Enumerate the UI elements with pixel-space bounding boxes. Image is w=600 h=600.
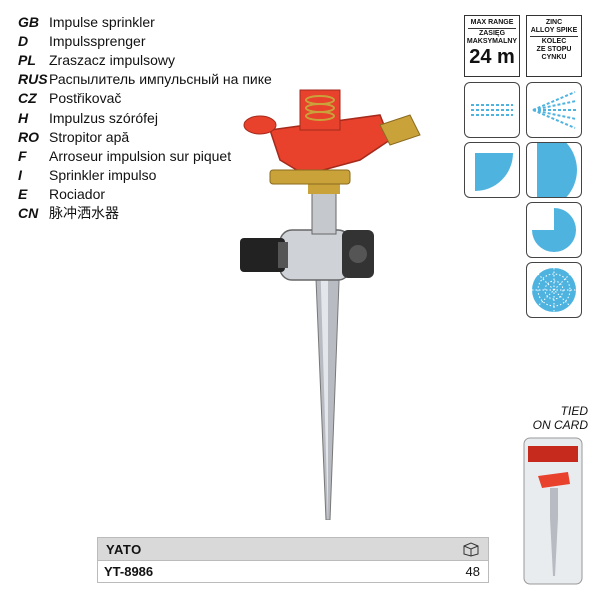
language-code: RO (18, 128, 39, 145)
packaged-card-image (523, 437, 583, 585)
language-row: PL Zraszacz impulsowy (18, 50, 272, 69)
spike-subtitle-2: ZE STOPU (536, 46, 572, 53)
language-row: GB Impulse sprinkler (18, 12, 272, 31)
language-row: CN 脉冲洒水器 (18, 204, 272, 223)
spike-subtitle-1: KOLEC (541, 38, 567, 45)
box-quantity: 48 (465, 564, 480, 579)
language-code: RUS (18, 71, 48, 88)
product-info-bar: YATO YT-8986 48 (97, 537, 489, 583)
spike-title-2: ALLOY SPIKE (530, 27, 578, 34)
product-code: YT-8986 (104, 564, 154, 579)
language-code: H (18, 109, 29, 126)
spike-subtitle-3: CYNKU (541, 54, 567, 61)
fan-pattern-icon (526, 82, 582, 138)
tied-label: TIED (560, 404, 588, 418)
language-name: Распылитель импульсный на пике (49, 71, 272, 88)
full-circle-icon (526, 262, 582, 318)
max-range-value: 24 m (469, 46, 515, 68)
language-name: 脉冲洒水器 (49, 205, 119, 222)
half-circle-icon (526, 142, 582, 198)
language-code: GB (18, 13, 39, 30)
code-row: YT-8986 48 (97, 561, 489, 583)
language-name: Sprinkler impulso (49, 167, 157, 184)
tied-on-card-label: TIED ON CARD (520, 404, 588, 432)
language-row: CZ Postřikovač (18, 89, 272, 108)
zinc-spike-box: ZINC ALLOY SPIKE KOLEC ZE STOPU CYNKU (526, 15, 582, 77)
brand-row: YATO (97, 537, 489, 561)
language-code: I (18, 167, 22, 184)
language-code: F (18, 147, 27, 164)
language-name: Stropitor apă (49, 128, 130, 145)
max-range-title: MAX RANGE (470, 19, 514, 26)
language-name: Rociador (49, 186, 106, 203)
language-code: D (18, 32, 29, 49)
spike-title-1: ZINC (545, 19, 563, 26)
language-name: Impulzus szórófej (49, 109, 158, 126)
language-code: CN (18, 205, 39, 222)
language-name: Postřikovač (49, 90, 122, 107)
language-name: Impulse sprinkler (49, 13, 155, 30)
language-row: I Sprinkler impulso (18, 166, 272, 185)
quarter-circle-icon (464, 142, 520, 198)
three-quarter-circle-icon (526, 202, 582, 258)
language-row: D Impulssprenger (18, 31, 272, 50)
box-icon (463, 542, 479, 557)
language-code: CZ (18, 90, 37, 107)
language-row: RO Stropitor apă (18, 127, 272, 146)
language-row: H Impulzus szórófej (18, 108, 272, 127)
on-card-label: ON CARD (532, 418, 588, 432)
max-range-subtitle-2: MAKSYMALNY (466, 38, 518, 45)
language-code: PL (18, 51, 36, 68)
language-name: Impulssprenger (49, 32, 146, 49)
row-pattern-icon (464, 82, 520, 138)
language-name: Arroseur impulsion sur piquet (49, 147, 232, 164)
language-code: E (18, 186, 28, 203)
sprinkler-illustration (240, 89, 421, 520)
max-range-subtitle-1: ZASIĘG (478, 30, 506, 37)
language-row: F Arroseur impulsion sur piquet (18, 146, 272, 165)
language-row: E Rociador (18, 185, 272, 204)
max-range-box: MAX RANGE ZASIĘG MAKSYMALNY 24 m (464, 15, 520, 77)
brand-logo: YATO (106, 541, 142, 557)
language-name: Zraszacz impulsowy (49, 51, 176, 68)
